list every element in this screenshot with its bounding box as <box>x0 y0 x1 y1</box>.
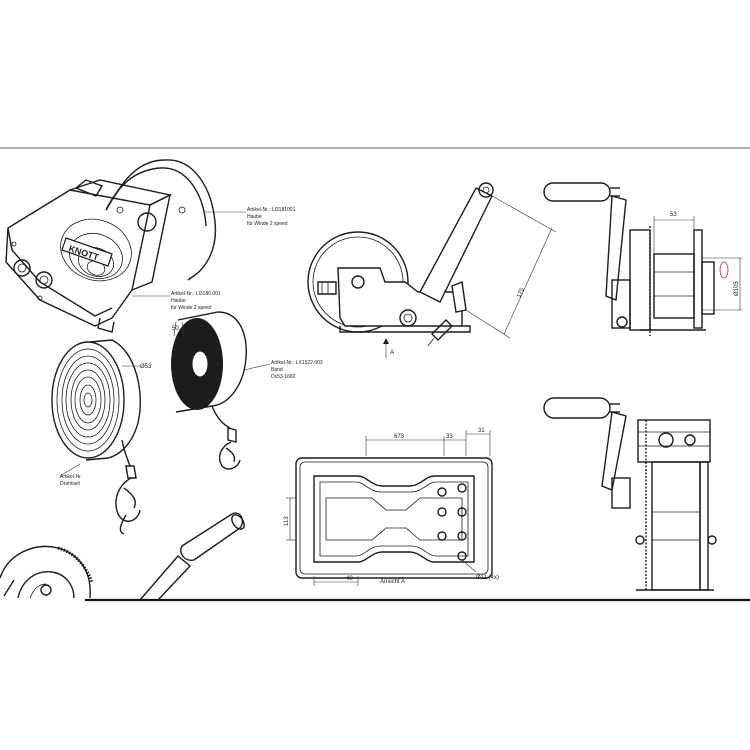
callout-strap-desc: Ds53-1660 <box>271 374 296 380</box>
callout-cover-name: Haube <box>247 214 262 220</box>
dim-base-outer: 673 <box>394 434 405 440</box>
callout-housing-desc: für Winde 2 speed <box>171 305 212 311</box>
strap-roll <box>171 311 247 470</box>
callout-strap: Artikel-Nr.: LX1522.003 Band Ds53-1660 <box>271 360 323 380</box>
winch-side-view-bottom <box>543 397 717 591</box>
dim-drum-dia: Ø53 <box>140 364 152 370</box>
callout-housing-name: Haube <box>171 298 186 304</box>
callout-cover-article: Artikel-Nr.: LI3181001 <box>247 207 296 213</box>
winch-cover-isometric <box>74 159 217 281</box>
callout-cover-desc: für Winde 2 speed <box>247 221 288 227</box>
callout-housing-article: Artikel-Nr.: LI3180.001 <box>171 291 221 297</box>
dim-base-left: 40 <box>346 576 353 582</box>
dim-base-w2: 31 <box>478 428 485 434</box>
dim-crank-length: 175 <box>516 287 526 299</box>
callout-rope-article: Artikel-Nr. <box>60 474 82 480</box>
view-arrow-letter: A <box>390 350 394 356</box>
callout-strap-name: Band <box>271 367 283 373</box>
winch-housing-isometric: KNOTT <box>5 179 173 333</box>
base-plate-view-a <box>286 430 493 586</box>
dim-side-dia: Ø105 <box>734 281 740 296</box>
callout-strap-article: Artikel-Nr.: LX1522.003 <box>271 360 323 366</box>
dim-base-height: 113 <box>284 516 290 526</box>
dim-base-w1: 33 <box>446 434 453 440</box>
geared-drum-isometric <box>0 545 94 599</box>
dim-base-hole: Ø11 (4x) <box>476 575 499 581</box>
callout-housing: Artikel-Nr.: LI3180.001 Haube für Winde … <box>171 291 221 311</box>
winch-side-view-top <box>543 182 742 336</box>
dim-strap-width: 50 <box>172 326 179 332</box>
winch-front-view <box>307 182 557 358</box>
wire-rope-drum <box>51 339 141 535</box>
crank-handle-isometric <box>139 512 245 601</box>
view-a-title: Ansicht A <box>380 579 405 585</box>
callout-cover: Artikel-Nr.: LI3181001 Haube für Winde 2… <box>247 207 296 227</box>
callout-rope-name: Drahtseil <box>60 481 80 487</box>
callout-rope: Artikel-Nr. Drahtseil <box>60 474 82 487</box>
dim-side-top: 53 <box>670 212 677 218</box>
